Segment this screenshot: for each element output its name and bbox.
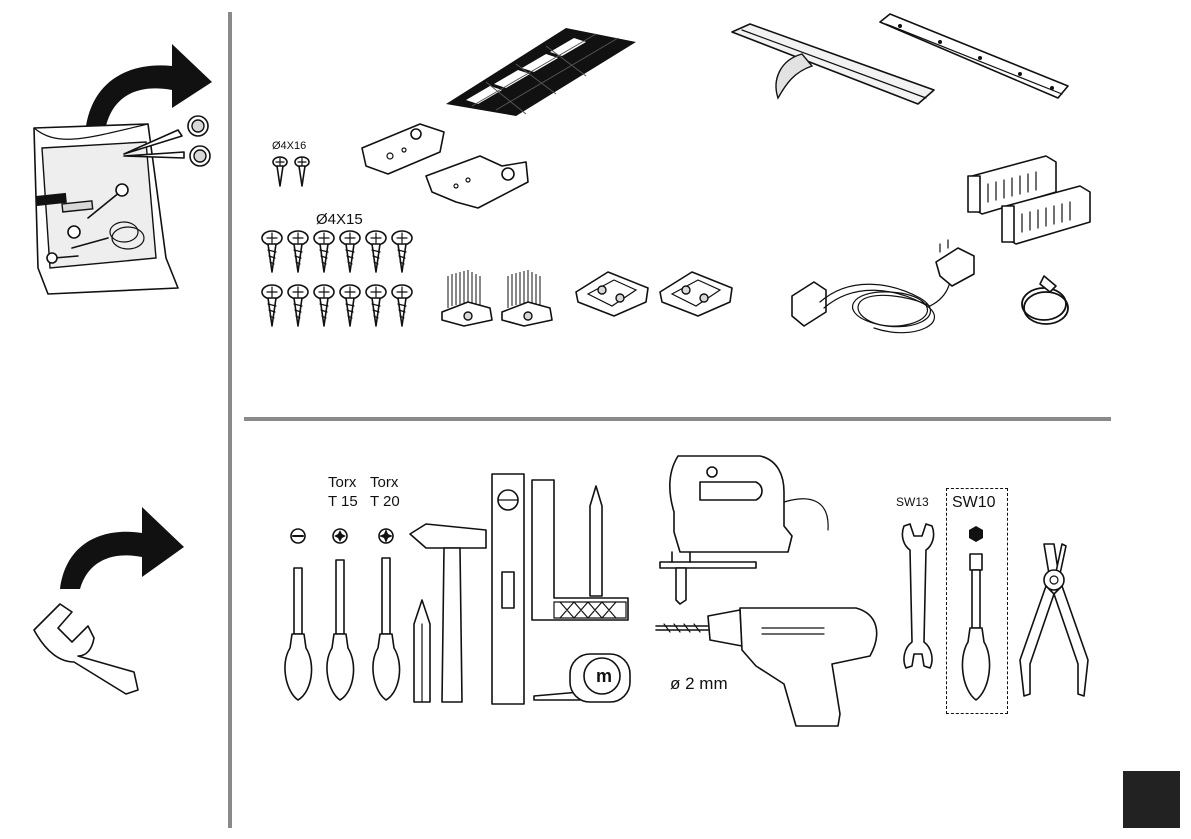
tape-measure-letter: m: [596, 666, 612, 687]
hinge-brackets: [360, 122, 532, 214]
rail-holders: [966, 154, 1092, 254]
torx-t20-label: Torx T 20: [370, 473, 400, 511]
socket-sw10-label: SW10: [952, 494, 996, 512]
horizontal-divider: [244, 417, 1111, 421]
torx-t15-label: Torx T 15: [328, 473, 358, 511]
screwdrivers: [280, 524, 412, 704]
screw-large-spec-label: Ø4X15: [316, 211, 363, 228]
jigsaw-icon: [660, 452, 836, 604]
wrench-sw13-label: SW13: [896, 495, 929, 509]
open-wrench-icon: [30, 590, 145, 700]
hose-clamp: [1016, 272, 1076, 330]
screw-small-spec-label: Ø4X16: [272, 140, 306, 152]
brush-seals: [438, 268, 554, 328]
vertical-divider: [228, 12, 232, 828]
hammer-icon: [408, 522, 488, 704]
tape-measure-icon: [532, 650, 634, 704]
drill-icon: [656, 604, 884, 728]
socket-driver-icon: [956, 520, 996, 708]
curved-arrow-icon: [56, 503, 196, 593]
felt-pads-sheet: [446, 24, 638, 116]
screws-4x15: [262, 230, 416, 330]
page-marker: [1123, 771, 1180, 828]
spirit-level-icon: [490, 472, 526, 706]
open-end-wrench-icon: [900, 522, 936, 670]
mounting-rail: [880, 14, 1070, 100]
marker-pencil-icon: [588, 486, 604, 598]
mounting-clips: [574, 266, 736, 318]
open-bag-with-scissors-icon: [28, 108, 218, 298]
side-cutter-pliers-icon: [1016, 540, 1092, 700]
screws-4x16: [272, 156, 312, 188]
drill-bit-size-label: ø 2 mm: [670, 674, 728, 694]
square-ruler-icon: [530, 478, 632, 624]
power-cable: [790, 246, 980, 340]
